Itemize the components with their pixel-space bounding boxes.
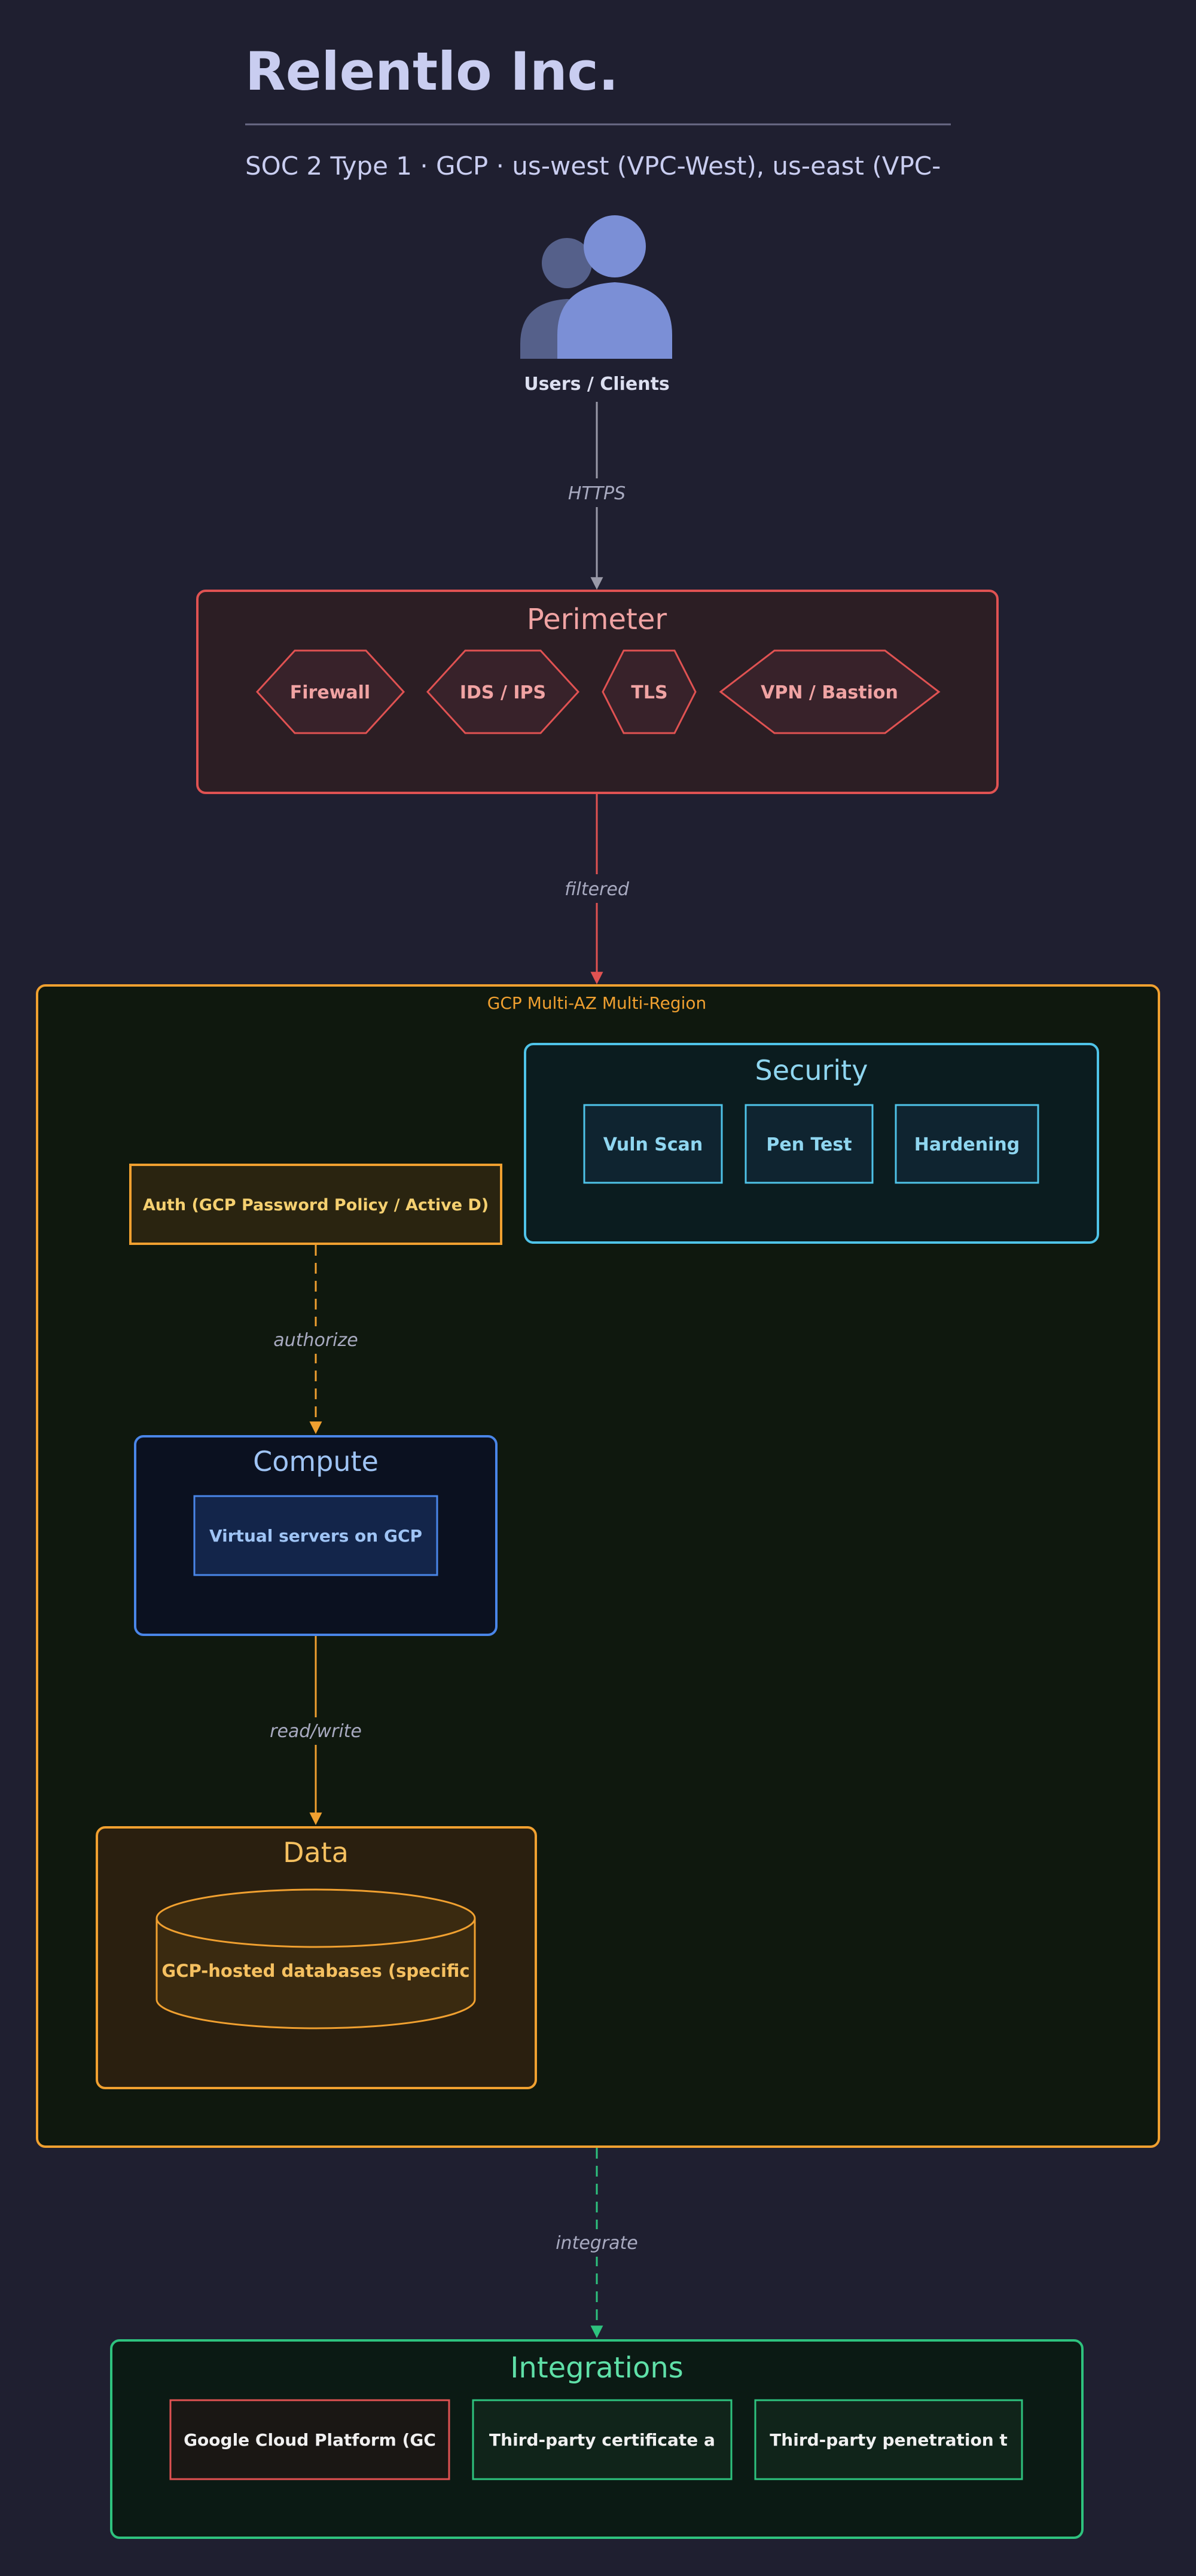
users-label: Users / Clients: [524, 374, 670, 395]
svg-text:Pen Test: Pen Test: [766, 1134, 852, 1155]
security-item-vuln-scan: Vuln Scan: [583, 1104, 723, 1184]
page-title: Relentlo Inc.: [245, 41, 618, 102]
database-cylinder-icon: [155, 1888, 476, 2029]
region-title: GCP Multi-AZ Multi-Region: [487, 993, 707, 1013]
svg-text:Third-party penetration t: Third-party penetration t: [770, 2430, 1008, 2450]
svg-text:Google Cloud Platform (GC: Google Cloud Platform (GC: [184, 2430, 436, 2450]
data-item: GCP-hosted databases (specific: [161, 1961, 469, 1981]
data-title: Data: [283, 1836, 349, 1869]
security-item-hardening: Hardening: [895, 1104, 1039, 1184]
perimeter-item-tls: TLS: [602, 649, 697, 734]
filtered-edge-label: filtered: [565, 879, 630, 900]
https-edge-label: HTTPS: [568, 483, 626, 504]
perimeter-title: Perimeter: [527, 603, 667, 636]
authorize-edge-label: authorize: [273, 1330, 358, 1351]
users-icon: [520, 215, 672, 359]
svg-text:Hardening: Hardening: [914, 1134, 1020, 1155]
read-write-edge-label: read/write: [270, 1721, 362, 1742]
security-title: Security: [755, 1054, 868, 1086]
svg-text:Third-party certificate a: Third-party certificate a: [489, 2430, 715, 2450]
svg-text:Firewall: Firewall: [290, 682, 370, 703]
perimeter-item-ids-ips: IDS / IPS: [426, 649, 580, 734]
compute-item: Virtual servers on GCP: [193, 1495, 438, 1576]
svg-text:TLS: TLS: [631, 682, 667, 703]
auth-box: [129, 1164, 502, 1245]
svg-text:VPN / Bastion: VPN / Bastion: [761, 682, 898, 703]
integration-item-pentest: Third-party penetration t: [754, 2399, 1023, 2480]
svg-text:IDS / IPS: IDS / IPS: [460, 682, 546, 703]
svg-text:Vuln Scan: Vuln Scan: [603, 1134, 703, 1155]
perimeter-item-vpn-bastion: VPN / Bastion: [719, 649, 941, 734]
perimeter-item-firewall: Firewall: [255, 649, 405, 734]
svg-text:Virtual servers on GCP: Virtual servers on GCP: [209, 1526, 422, 1546]
integration-item-gcp: Google Cloud Platform (GC: [169, 2399, 450, 2480]
security-item-pen-test: Pen Test: [745, 1104, 874, 1184]
auth-label: Auth (GCP Password Policy / Active D): [143, 1196, 489, 1214]
perimeter-box: [196, 590, 999, 794]
integration-item-certificate: Third-party certificate a: [472, 2399, 733, 2480]
page-subtitle: SOC 2 Type 1 · GCP · us-west (VPC-West),…: [245, 151, 941, 181]
integrate-edge-label: integrate: [556, 2233, 638, 2254]
integrations-title: Integrations: [510, 2351, 684, 2385]
compute-title: Compute: [253, 1445, 379, 1478]
